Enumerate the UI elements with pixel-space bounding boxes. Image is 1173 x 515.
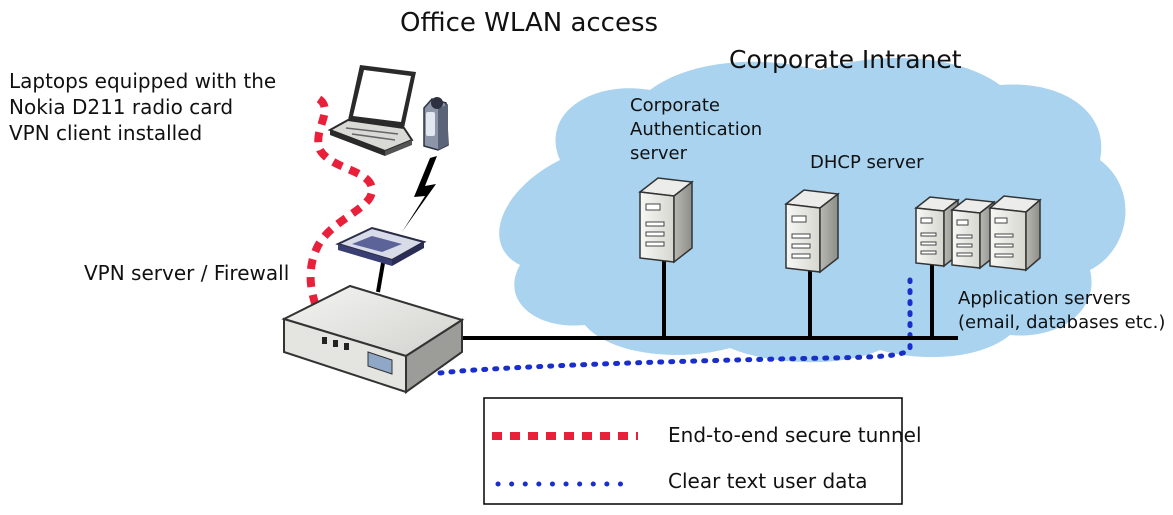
- auth-server-label-line-3: server: [630, 143, 687, 164]
- vpn-firewall-icon: [281, 284, 465, 394]
- legend-tunnel-label: End-to-end secure tunnel: [668, 423, 922, 447]
- secure-tunnel-path: [306, 95, 377, 319]
- auth-server-label-line-2: Authentication: [630, 119, 763, 140]
- clear-text-path: [437, 277, 913, 376]
- laptop-icon: [327, 65, 416, 156]
- application-servers-icon: [914, 195, 1042, 272]
- access-point-icon: [335, 226, 427, 266]
- diagram-title: Office WLAN access: [400, 8, 659, 38]
- radio-card-icon: [423, 97, 449, 151]
- cloud-label: Corporate Intranet: [729, 45, 962, 74]
- vpn-firewall-label: VPN server / Firewall: [84, 261, 290, 285]
- app-servers-label-line-2: (email, databases etc.): [958, 312, 1166, 333]
- auth-server-icon: [638, 177, 694, 264]
- auth-server-label-line-1: Corporate: [630, 95, 720, 116]
- dhcp-server-label: DHCP server: [810, 152, 924, 173]
- legend-box: [483, 397, 903, 505]
- legend-clear-label: Clear text user data: [668, 469, 868, 493]
- laptop-label-line-2: Nokia D211 radio card: [9, 95, 234, 119]
- laptop-label-line-1: Laptops equipped with the: [9, 69, 277, 93]
- wireless-link-icon: [402, 156, 437, 232]
- app-servers-label-line-1: Application servers: [958, 288, 1131, 309]
- dhcp-server-icon: [784, 189, 840, 274]
- link-access-point: [376, 262, 385, 293]
- laptop-label-line-3: VPN client installed: [9, 121, 203, 145]
